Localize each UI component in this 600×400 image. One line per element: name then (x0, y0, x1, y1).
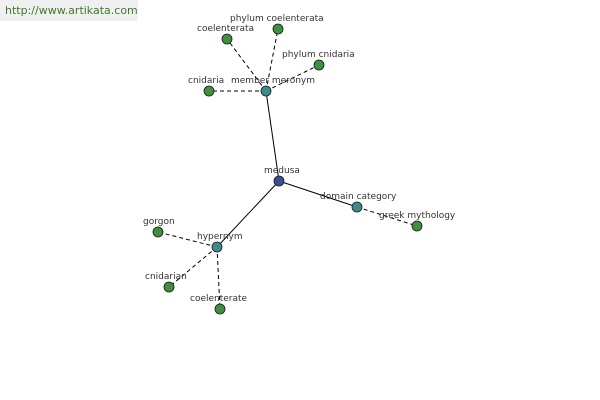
leaf-node-cnidaria[interactable] (203, 85, 215, 97)
leaf-node-gorgon[interactable] (152, 226, 164, 238)
edge-hypernym-coelenterate (216, 246, 221, 310)
source-url-banner[interactable]: http://www.artikata.com (0, 0, 138, 21)
leaf-label-phylum-cnidaria[interactable]: phylum cnidaria (282, 50, 355, 60)
edge-medusa-hypernym (216, 180, 280, 248)
center-node-medusa[interactable] (273, 175, 285, 187)
edge-hypernym-cnidarian (168, 246, 218, 288)
leaf-label-greek-mythology[interactable]: greek mythology (379, 211, 456, 221)
edge-member-meronym-phylum-coelenterata (265, 28, 279, 92)
relation-node-domain-category[interactable] (351, 201, 363, 213)
source-url-text: http://www.artikata.com (5, 4, 138, 17)
nodes-layer (152, 23, 423, 315)
edges-layer (157, 28, 418, 310)
edge-medusa-domain-category (278, 180, 358, 208)
edge-member-meronym-phylum-cnidaria (265, 64, 320, 92)
center-label-medusa[interactable]: medusa (264, 166, 300, 176)
leaf-label-gorgon[interactable]: gorgon (143, 217, 175, 227)
leaf-node-cnidarian[interactable] (163, 281, 175, 293)
leaf-node-greek-mythology[interactable] (411, 220, 423, 232)
leaf-node-phylum-coelenterata[interactable] (272, 23, 284, 35)
relation-node-member-meronym[interactable] (260, 85, 272, 97)
leaf-label-phylum-coelenterata[interactable]: phylum coelenterata (230, 14, 324, 24)
leaf-node-phylum-cnidaria[interactable] (313, 59, 325, 71)
leaf-label-coelenterata[interactable]: coelenterata (197, 24, 254, 34)
labels-layer: medusa member meronym domain category hyper… (143, 14, 456, 304)
leaf-label-cnidarian[interactable]: cnidarian (145, 272, 187, 282)
relation-label-member-meronym[interactable]: member meronym (231, 76, 315, 86)
leaf-node-coelenterata[interactable] (221, 33, 233, 45)
leaf-label-cnidaria[interactable]: cnidaria (188, 76, 224, 86)
relation-node-hypernym[interactable] (211, 241, 223, 253)
leaf-label-coelenterate[interactable]: coelenterate (190, 294, 248, 304)
edge-domain-category-greek-mythology (356, 206, 418, 227)
relation-label-domain-category[interactable]: domain category (320, 192, 397, 202)
leaf-node-coelenterate[interactable] (214, 303, 226, 315)
edge-medusa-member-meronym (265, 90, 280, 182)
edge-hypernym-gorgon (157, 231, 218, 248)
edge-member-meronym-coelenterata (226, 38, 267, 92)
relation-label-hypernym[interactable]: hypernym (197, 232, 243, 242)
